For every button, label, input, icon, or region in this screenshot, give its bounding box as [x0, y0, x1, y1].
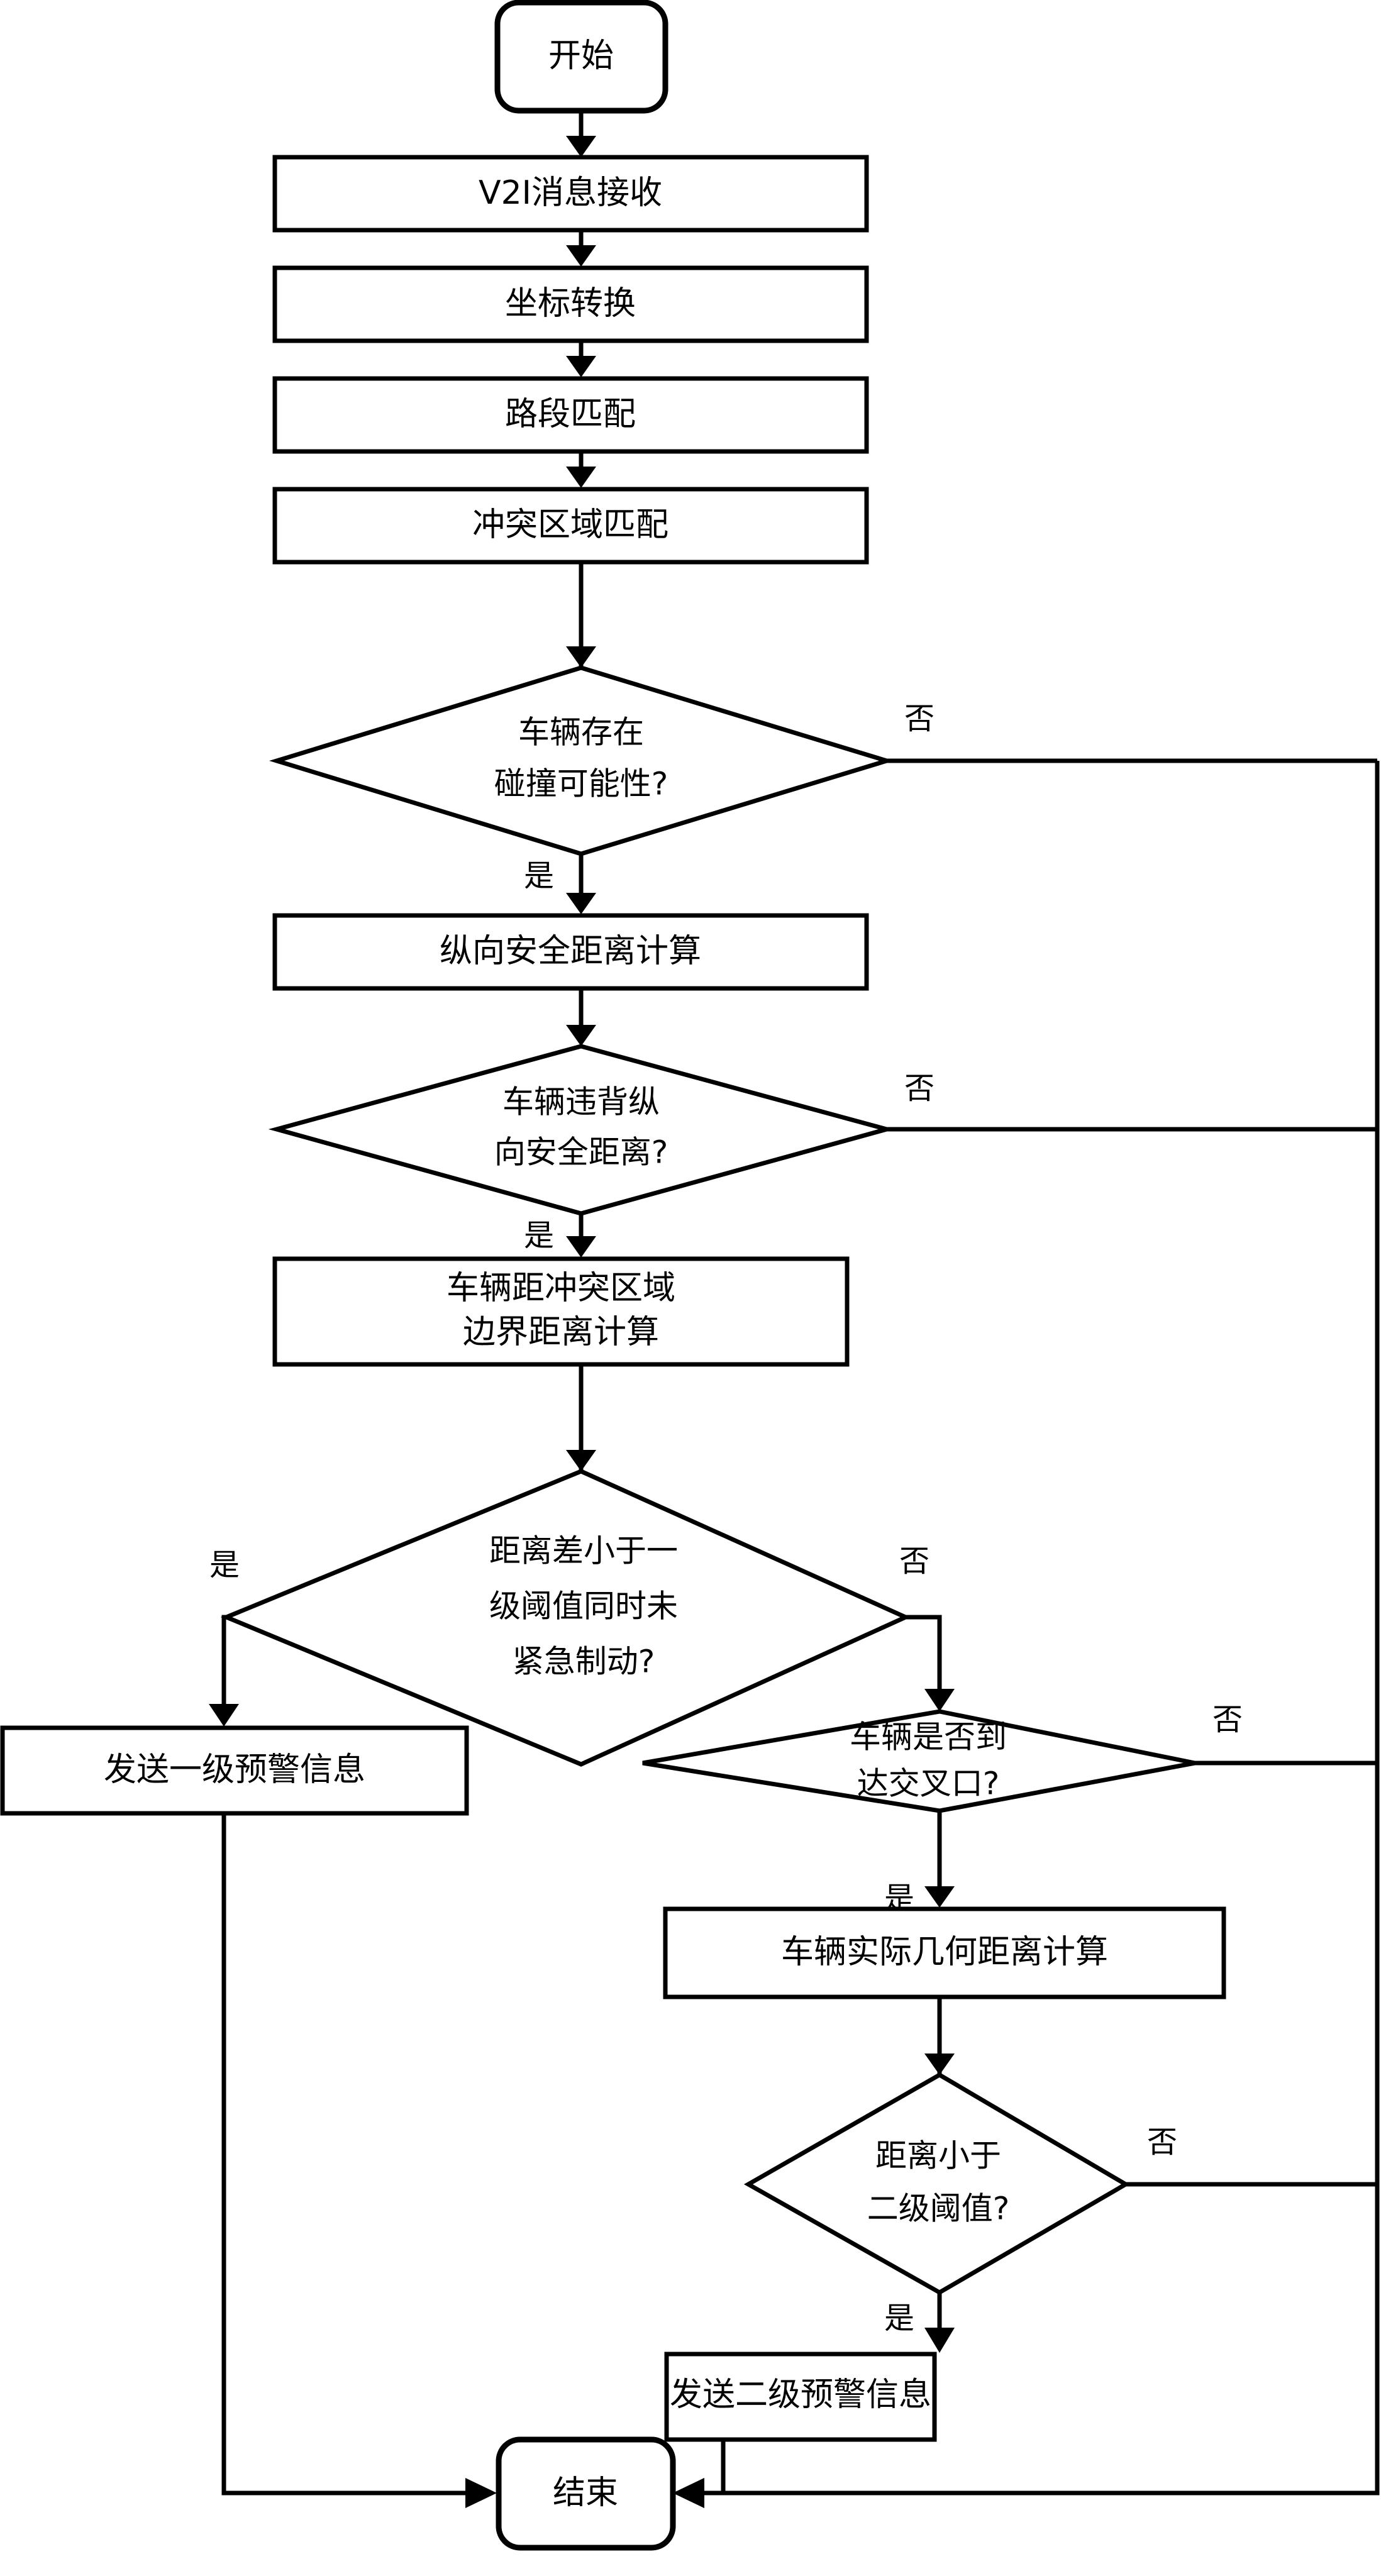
node-decision-collision-label-line2: 碰撞可能性?	[494, 766, 668, 802]
node-decision-level1-label-line3: 紧急制动?	[513, 1644, 655, 1680]
node-end-label: 结束	[553, 2474, 618, 2512]
node-road-match-shape[interactable]	[272, 376, 869, 454]
node-v2i-receive-label: V2I消息接收	[479, 174, 662, 212]
edge-coord-to-road	[566, 341, 596, 377]
node-v2i-receive[interactable]: V2I消息接收	[272, 155, 869, 233]
node-end[interactable]: 结束	[496, 2436, 676, 2551]
node-decision-level1-label-line2: 级阈值同时未	[489, 1588, 678, 1625]
node-road-match[interactable]: 路段匹配	[272, 376, 869, 454]
edge-label-intersection-no: 否	[1212, 1702, 1243, 1737]
node-warn-level2-shape[interactable]	[664, 2352, 937, 2442]
edge-decision-collision-yes	[566, 854, 596, 914]
node-decision-level2-label-line2: 二级阈值?	[867, 2191, 1010, 2227]
edge-label-violate-no: 否	[904, 1071, 935, 1106]
node-decision-collision-shape[interactable]	[269, 665, 895, 856]
node-decision-violate[interactable]: 车辆违背纵 向安全距离?	[268, 1044, 896, 1216]
node-decision-violate-label-line1: 车辆违背纵	[502, 1084, 660, 1120]
edge-road-to-conflict	[566, 451, 596, 488]
node-geo-dist-calc[interactable]: 车辆实际几何距离计算	[663, 1906, 1226, 1999]
edge-label-level1-no: 否	[899, 1544, 929, 1579]
edge-v2i-to-coord	[566, 230, 596, 267]
edge-conflict-to-decision-collision	[566, 562, 596, 668]
node-end-shape[interactable]	[496, 2436, 676, 2551]
node-decision-level1[interactable]: 距离差小于一 级阈值同时未 紧急制动?	[220, 1469, 911, 1767]
node-decision-intersection-shape[interactable]	[642, 1709, 1195, 1813]
node-decision-level1-shape[interactable]	[220, 1469, 911, 1767]
edge-warnlevel1-to-end	[221, 1813, 497, 2508]
node-decision-intersection-label-line1: 车辆是否到	[850, 1719, 1007, 1755]
node-decision-level2-shape[interactable]	[743, 2072, 1130, 2296]
node-geo-dist-calc-shape[interactable]	[663, 1906, 1226, 1999]
node-long-safe-calc-label: 纵向安全距离计算	[440, 932, 701, 970]
node-decision-violate-label-line2: 向安全距离?	[494, 1134, 668, 1171]
edge-decision-level2-yes	[924, 2292, 955, 2353]
node-border-dist-calc-label-line2: 边界距离计算	[463, 1313, 659, 1351]
node-decision-collision-label-line1: 车辆存在	[518, 714, 644, 751]
node-geo-dist-calc-label: 车辆实际几何距离计算	[781, 1933, 1108, 1971]
node-long-safe-calc[interactable]: 纵向安全距离计算	[272, 913, 869, 991]
edge-label-level1-yes: 是	[209, 1547, 240, 1583]
node-border-dist-calc-label-line1: 车辆距冲突区域	[446, 1269, 675, 1307]
node-border-dist-calc[interactable]: 车辆距冲突区域 边界距离计算	[272, 1256, 850, 1367]
node-v2i-receive-shape[interactable]	[272, 155, 869, 233]
edge-decision-violate-yes	[566, 1213, 596, 1258]
edge-geodist-to-decision-level2	[924, 1997, 955, 2075]
edge-label-violate-yes: 是	[524, 1218, 554, 1253]
node-start[interactable]: 开始	[494, 0, 668, 114]
node-warn-level2-label: 发送二级预警信息	[670, 2376, 931, 2414]
edge-decision-level1-no	[906, 1615, 955, 1711]
edge-no-rail-to-end	[673, 761, 1380, 2508]
node-border-dist-calc-shape[interactable]	[272, 1256, 850, 1367]
node-decision-level2-label-line1: 距离小于	[875, 2138, 1001, 2174]
edge-start-to-v2i	[566, 111, 596, 157]
edge-decision-level1-yes	[209, 1615, 239, 1727]
node-start-shape[interactable]	[494, 0, 668, 114]
edge-label-level2-no: 否	[1147, 2125, 1177, 2160]
edge-borderdist-to-decision-level1	[566, 1364, 596, 1471]
node-decision-level1-label-line1: 距离差小于一	[489, 1533, 678, 1569]
node-start-label: 开始	[548, 37, 614, 75]
node-warn-level2[interactable]: 发送二级预警信息	[664, 2352, 937, 2442]
node-decision-violate-shape[interactable]	[268, 1044, 896, 1216]
node-decision-intersection[interactable]: 车辆是否到 达交叉口?	[642, 1709, 1195, 1813]
node-conflict-match-shape[interactable]	[272, 487, 869, 565]
node-coord-convert-label: 坐标转换	[505, 285, 636, 323]
node-coord-convert-shape[interactable]	[272, 265, 869, 343]
node-decision-level2[interactable]: 距离小于 二级阈值?	[743, 2072, 1130, 2296]
edge-decision-intersection-yes	[924, 1811, 955, 1908]
edge-label-collision-yes: 是	[524, 858, 554, 893]
node-decision-collision[interactable]: 车辆存在 碰撞可能性?	[269, 665, 895, 856]
node-coord-convert[interactable]: 坐标转换	[272, 265, 869, 343]
edge-label-level2-yes: 是	[884, 2301, 914, 2336]
node-conflict-match[interactable]: 冲突区域匹配	[272, 487, 869, 565]
node-long-safe-calc-shape[interactable]	[272, 913, 869, 991]
node-warn-level1[interactable]: 发送一级预警信息	[0, 1725, 469, 1816]
node-road-match-label: 路段匹配	[505, 395, 636, 433]
node-warn-level1-shape[interactable]	[0, 1725, 469, 1816]
node-conflict-match-label: 冲突区域匹配	[472, 506, 668, 544]
node-decision-intersection-label-line2: 达交叉口?	[857, 1766, 1000, 1802]
node-warn-level1-label: 发送一级预警信息	[104, 1751, 365, 1789]
edge-label-collision-no: 否	[904, 701, 935, 736]
edge-longsafe-to-decision-violate	[566, 988, 596, 1046]
